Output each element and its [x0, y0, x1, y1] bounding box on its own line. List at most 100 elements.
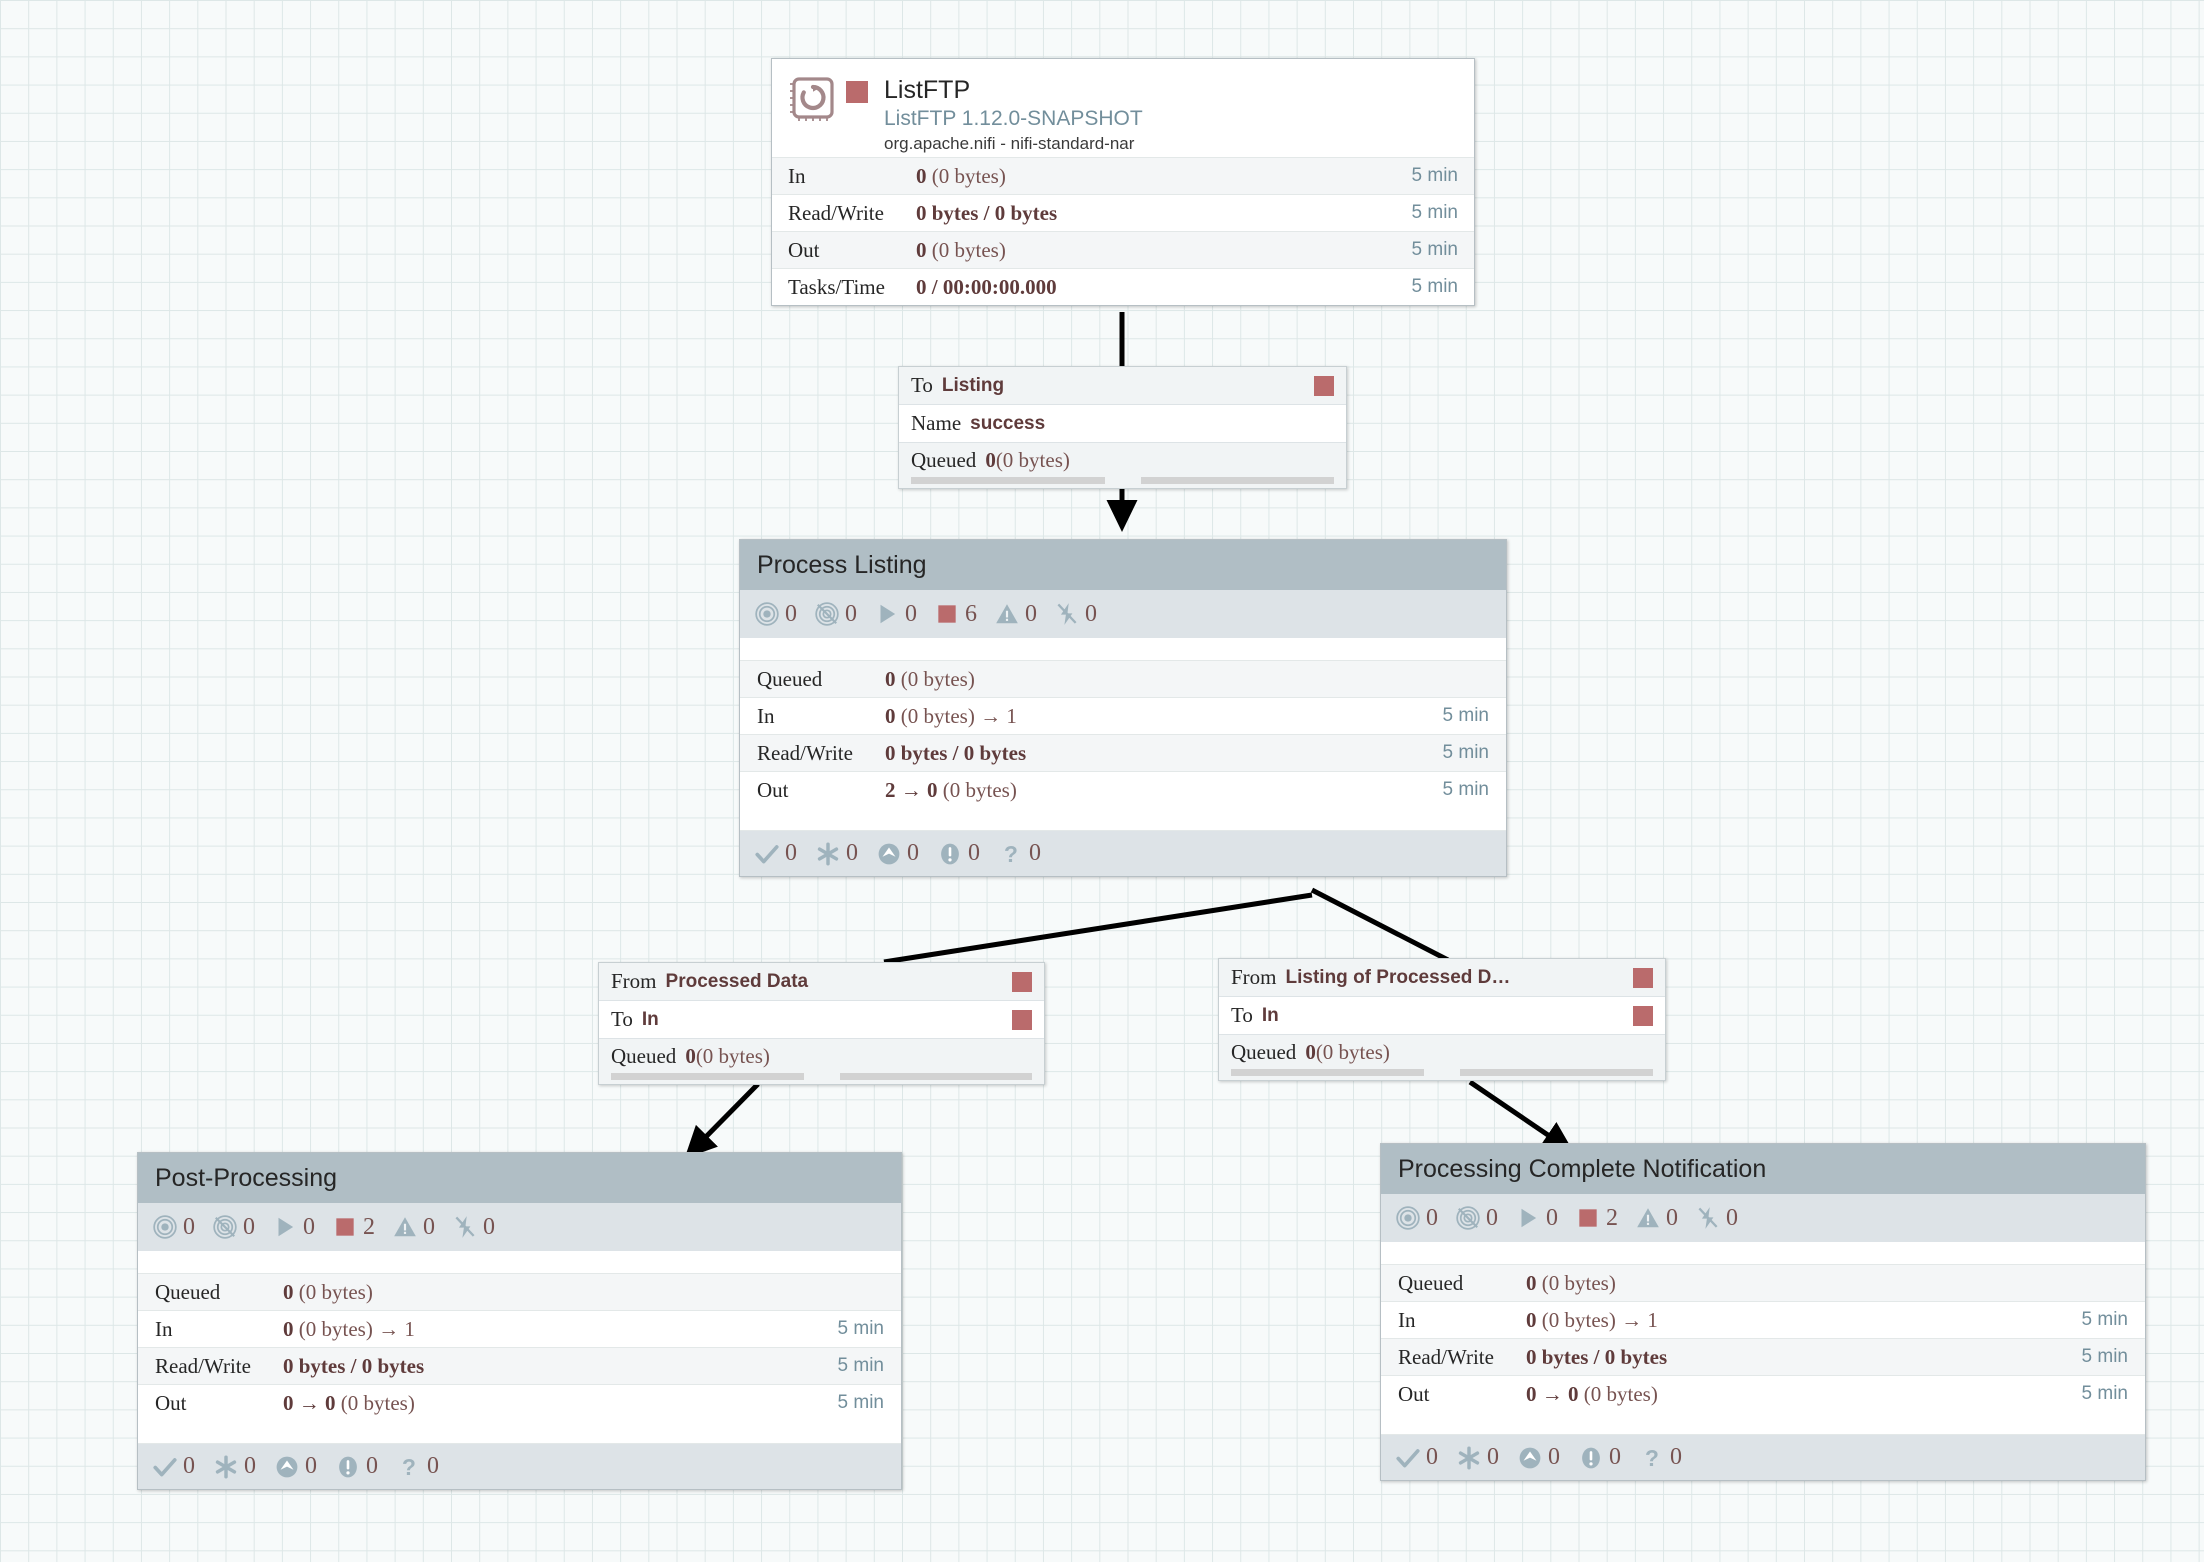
count-value: 0	[1085, 600, 1097, 627]
count-value: 0	[846, 840, 858, 866]
process-group-spacer	[1381, 1242, 2145, 1264]
backpressure-size-bar	[839, 1073, 1032, 1080]
count-item: 0	[1456, 1444, 1499, 1471]
stat-timeframe: 5 min	[1411, 202, 1458, 223]
process-group-title: Processing Complete Notification	[1398, 1154, 1767, 1183]
connection-row-value: Listing of Processed D…	[1285, 966, 1511, 988]
disabled-icon	[452, 1214, 478, 1240]
count-value: 2	[363, 1213, 375, 1240]
stat-value: 0 (0 bytes)	[885, 666, 975, 691]
count-item: 0	[152, 1453, 195, 1480]
count-item: 0	[815, 840, 858, 867]
count-item: 0	[152, 1214, 195, 1241]
count-value: 0	[785, 600, 797, 627]
process-group-header[interactable]: Post-Processing	[138, 1153, 901, 1203]
stat-value: 0 (0 bytes) → 1	[885, 703, 1017, 728]
backpressure-size-bar	[1460, 1069, 1653, 1076]
stat-timeframe: 5 min	[2081, 1383, 2128, 1404]
count-item: 0	[1455, 1205, 1498, 1232]
backpressure-size-bar	[1140, 477, 1334, 484]
count-value: 0	[785, 840, 797, 866]
stat-label: In	[788, 163, 806, 188]
count-item: 0	[1395, 1205, 1438, 1232]
count-item: 0	[274, 1453, 317, 1480]
stat-label: Out	[788, 237, 820, 262]
stat-timeframe: 5 min	[1442, 779, 1489, 800]
count-value: 0	[1025, 600, 1037, 627]
invalid-warning-icon	[994, 601, 1020, 627]
processor-type: ListFTP 1.12.0-SNAPSHOT	[884, 107, 1143, 130]
processor-listftp[interactable]: ListFTP ListFTP 1.12.0-SNAPSHOT org.apac…	[771, 58, 1475, 306]
stat-label: Read/Write	[757, 740, 853, 765]
not-transmitting-icon	[212, 1214, 238, 1240]
connection-row-value: In	[641, 1008, 659, 1030]
count-item: 0	[874, 601, 917, 628]
process-group-gap	[138, 1421, 901, 1443]
count-value: 0	[907, 840, 919, 866]
processor-bundle: org.apache.nifi - nifi-standard-nar	[884, 134, 1135, 153]
svg-text:?: ?	[1004, 841, 1018, 867]
backpressure-object-bar	[911, 477, 1105, 484]
count-value: 0	[366, 1453, 378, 1479]
count-value: 0	[427, 1453, 439, 1479]
backpressure-bars	[599, 1073, 1044, 1084]
process-group-header[interactable]: Process Listing	[740, 540, 1506, 590]
count-item: 0	[1054, 601, 1097, 628]
running-icon	[1515, 1205, 1541, 1231]
connection-queued-count: 0	[685, 1043, 696, 1068]
count-value: 0	[423, 1213, 435, 1240]
exclamation-icon	[937, 841, 963, 867]
stat-value: 0 bytes / 0 bytes	[916, 200, 1058, 225]
question-icon: ?	[396, 1454, 422, 1480]
stat-label: In	[757, 703, 775, 728]
stopped-square-icon	[1633, 967, 1653, 988]
count-item: 0	[754, 840, 797, 867]
connection-row-value: Processed Data	[665, 970, 809, 992]
count-value: 0	[303, 1213, 315, 1240]
stat-label: Out	[155, 1390, 187, 1415]
count-value: 0	[905, 600, 917, 627]
count-item: 0	[335, 1453, 378, 1480]
connector-processed-data-to-post-processing	[684, 1082, 760, 1159]
question-icon: ?	[998, 841, 1024, 867]
stat-timeframe: 5 min	[1442, 705, 1489, 726]
connection-row-key: To	[1231, 1003, 1253, 1027]
stat-label: Out	[1398, 1381, 1430, 1406]
process-group-title: Process Listing	[757, 550, 927, 579]
connection-row-key: From	[1231, 965, 1277, 989]
not-transmitting-icon	[1455, 1205, 1481, 1231]
check-icon	[1395, 1445, 1421, 1471]
process-group-gap	[740, 808, 1506, 830]
stat-timeframe: 5 min	[2081, 1309, 2128, 1330]
backpressure-bars	[899, 477, 1346, 488]
asterisk-icon	[1456, 1445, 1482, 1471]
connector-listing-processed-to-notification	[1468, 1079, 1575, 1153]
count-item: 0	[937, 840, 980, 867]
process-group-header[interactable]: Processing Complete Notification	[1381, 1144, 2145, 1194]
up-arrow-icon	[876, 841, 902, 867]
count-value: 0	[1487, 1444, 1499, 1470]
count-value: 6	[965, 600, 977, 627]
processor-chip-icon	[786, 73, 840, 127]
stopped-square-icon	[1012, 971, 1032, 992]
stat-value: 2 → 0 (0 bytes)	[885, 777, 1017, 802]
count-item: 2	[332, 1214, 375, 1241]
count-value: 2	[1606, 1204, 1618, 1231]
connection-queued-count: 0	[1305, 1039, 1316, 1064]
